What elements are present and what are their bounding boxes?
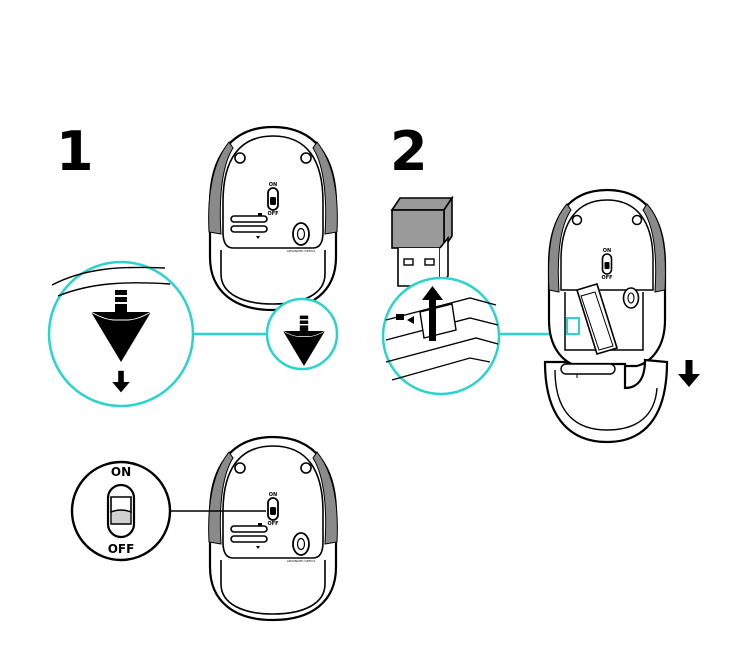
step-1-number: 1 (56, 120, 94, 183)
switch-on-label: ON (111, 465, 131, 479)
step-1-mouse-switch-view: ON OFF (207, 435, 339, 622)
mini-switch-on-label: ON (269, 182, 277, 188)
remove-door-down-arrow-icon (678, 360, 700, 387)
mini-switch-off-label: OFF (267, 211, 278, 217)
step-2-number: 2 (390, 120, 428, 183)
power-switch-zoom-callout: ON OFF (70, 460, 172, 562)
mini-switch-off-label-2: OFF (267, 521, 278, 527)
usb-receiver-icon (390, 195, 454, 287)
step-1-zoom-callout (47, 260, 195, 408)
mini-switch-on-label-3: ON (603, 248, 611, 254)
step-1-mouse-bottom-view: ON OFF (207, 125, 339, 312)
mini-switch-on-label-2: ON (269, 492, 277, 498)
pull-up-arrow-icon-front (422, 286, 443, 341)
mini-switch-off-label-3: OFF (601, 275, 612, 281)
step-2-zoom-callout (381, 276, 501, 396)
switch-off-label: OFF (108, 542, 135, 556)
step-2-mouse-open-door: ON OFF (543, 188, 669, 444)
